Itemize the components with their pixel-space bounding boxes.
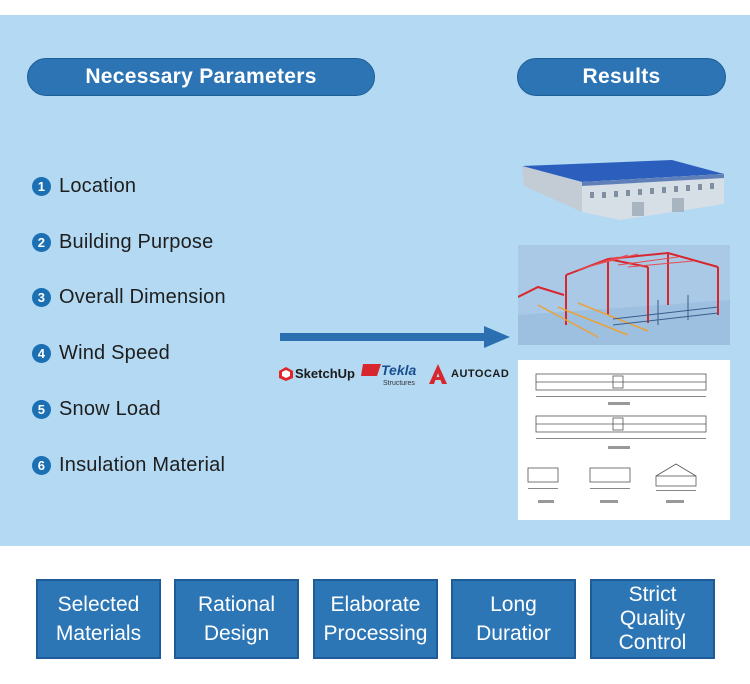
parameter-label: Building Purpose	[59, 230, 214, 253]
tekla-sub-label: Structures	[383, 380, 415, 387]
building-render-image	[522, 152, 727, 222]
feature-line: Quality	[619, 607, 686, 630]
autocad-logo: AUTOCAD	[429, 364, 509, 384]
parameter-snow-load: 5 Snow Load	[32, 395, 161, 423]
feature-line: Duratior	[476, 622, 551, 645]
sketchup-label: SketchUp	[295, 366, 355, 381]
feature-line: Design	[203, 622, 270, 645]
feature-line: Processing	[323, 622, 428, 645]
number-badge-icon: 4	[32, 343, 51, 363]
parameter-label: Wind Speed	[59, 341, 170, 364]
number-badge-icon: 6	[32, 455, 51, 475]
parameter-wind-speed: 4 Wind Speed	[32, 339, 170, 367]
results-header: Results	[517, 58, 726, 96]
parameter-label: Snow Load	[59, 397, 161, 420]
steel-structure-model-image	[517, 245, 730, 345]
parameter-building-purpose: 2 Building Purpose	[32, 228, 213, 256]
feature-line: Materials	[55, 622, 142, 645]
number-badge-icon: 1	[32, 176, 51, 196]
number-badge-icon: 3	[32, 287, 51, 307]
software-logos: SketchUp Tekla Structures AUTOCAD	[279, 362, 509, 392]
sketchup-icon	[279, 366, 293, 381]
feature-line: Control	[618, 631, 687, 654]
feature-line: Elaborate	[330, 593, 421, 616]
feature-line: Strict	[628, 583, 677, 606]
feature-line: Selected	[57, 593, 140, 616]
tekla-label: Tekla	[381, 362, 417, 378]
tekla-icon	[361, 364, 381, 376]
tekla-logo: Tekla Structures	[361, 362, 417, 387]
necessary-parameters-header: Necessary Parameters	[27, 58, 375, 96]
feature-line: Long	[490, 593, 537, 616]
parameter-insulation-material: 6 Insulation Material	[32, 451, 225, 479]
number-badge-icon: 5	[32, 399, 51, 419]
arrow-right-icon	[280, 326, 510, 348]
parameter-label: Insulation Material	[59, 453, 226, 476]
parameter-location: 1 Location	[32, 172, 136, 200]
sketchup-logo: SketchUp	[279, 366, 355, 381]
autocad-label: AUTOCAD	[451, 368, 510, 380]
autocad-icon	[429, 364, 447, 384]
parameter-label: Location	[59, 174, 137, 197]
number-badge-icon: 2	[32, 232, 51, 252]
feature-line: Rational	[197, 593, 276, 616]
parameter-label: Overall Dimension	[59, 285, 226, 308]
parameter-overall-dimension: 3 Overall Dimension	[32, 283, 226, 311]
cad-drawings-image	[518, 360, 730, 520]
